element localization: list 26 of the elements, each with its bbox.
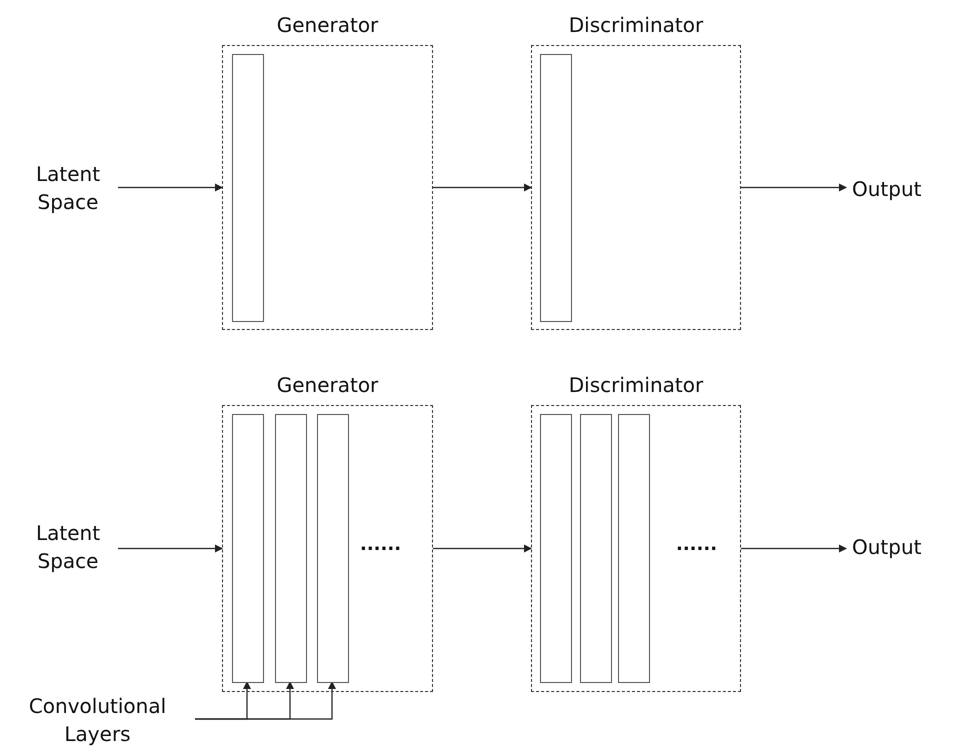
group-title: Discriminator xyxy=(568,372,704,398)
arrow xyxy=(741,184,847,192)
layer-bar xyxy=(580,414,612,683)
group-title: Discriminator xyxy=(568,12,704,38)
output-label: Output xyxy=(852,175,952,205)
layer-bar xyxy=(317,414,349,683)
layer-bar xyxy=(232,414,264,683)
input-label: Latent Space xyxy=(23,160,113,216)
arrow xyxy=(741,544,847,552)
output-label: Output xyxy=(852,533,952,563)
arrow xyxy=(433,544,532,552)
layer-bar xyxy=(232,54,264,322)
ellipsis-text: ...... xyxy=(360,535,402,555)
group-title: Generator xyxy=(276,372,380,398)
layer-bar xyxy=(540,414,572,683)
arrow xyxy=(118,184,223,192)
arrow xyxy=(195,681,336,720)
layer-bar xyxy=(540,54,572,322)
ellipsis-text: ...... xyxy=(676,535,718,555)
layer-bar xyxy=(275,414,307,683)
arrow xyxy=(118,544,223,552)
group-title: Generator xyxy=(276,12,380,38)
arrow xyxy=(433,184,532,192)
input-label: Convolutional Layers xyxy=(5,692,190,750)
input-label: Latent Space xyxy=(23,519,113,575)
layer-bar xyxy=(618,414,650,683)
